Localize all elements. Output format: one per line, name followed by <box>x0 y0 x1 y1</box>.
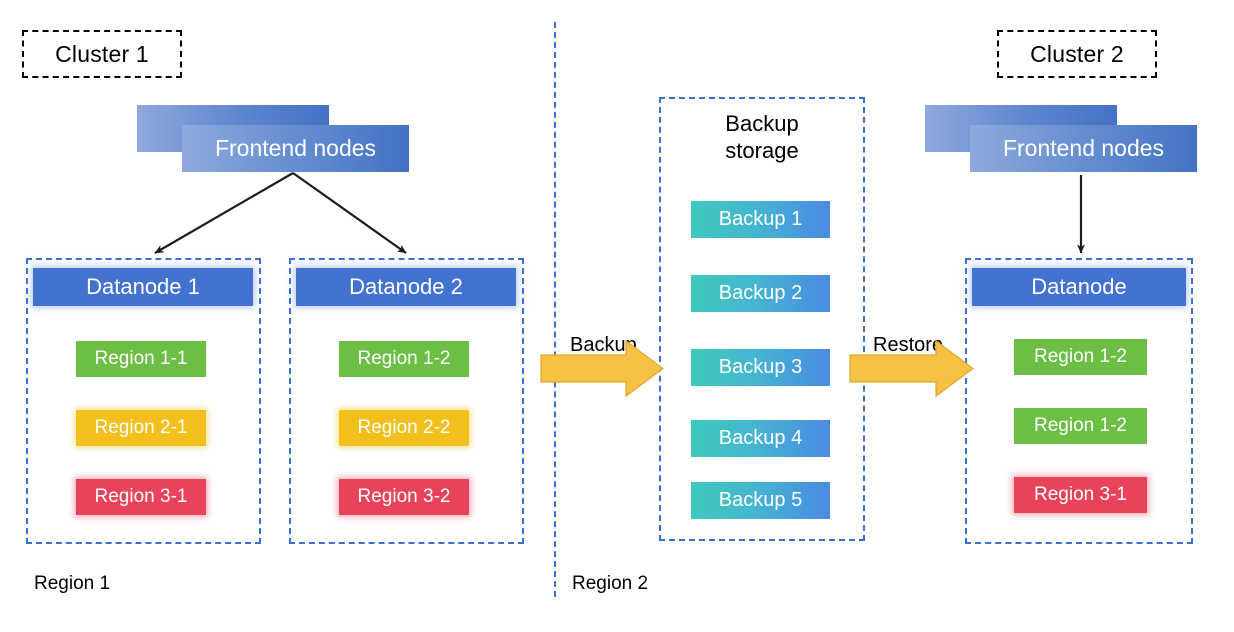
frontend-nodes-front-slab-2: Frontend nodes <box>970 125 1197 172</box>
backup-chip-label: Backup 4 <box>718 427 803 449</box>
region-chip-label: Region 2-1 <box>94 417 188 438</box>
frontend-nodes-cluster1[interactable]: Frontend nodes <box>137 105 412 175</box>
region-chip-c2-2[interactable]: Region 1-2 <box>1014 408 1147 444</box>
cluster-1-tag: Cluster 1 <box>22 30 182 78</box>
backup-chip-3[interactable]: Backup 3 <box>691 349 830 386</box>
region-chip-label: Region 1-2 <box>1034 415 1127 436</box>
frontend-nodes-cluster2[interactable]: Frontend nodes <box>925 105 1200 175</box>
region-chip-1-2[interactable]: Region 1-2 <box>339 341 469 377</box>
frontend-nodes-label-cluster2: Frontend nodes <box>1002 135 1165 161</box>
datanode-cluster2-container[interactable] <box>965 258 1193 544</box>
region-divider <box>554 22 556 597</box>
datanode-1-container[interactable] <box>26 258 261 544</box>
arrow-frontend-to-datanode-2 <box>292 172 407 254</box>
backup-chip-2[interactable]: Backup 2 <box>691 275 830 312</box>
region-chip-label: Region 2-2 <box>357 417 451 438</box>
backup-storage-title-line1: Backup <box>725 111 799 136</box>
frontend-nodes-label-cluster1: Frontend nodes <box>214 135 377 161</box>
region-2-label: Region 2 <box>572 573 649 594</box>
region-chip-c2-3[interactable]: Region 3-1 <box>1014 477 1147 513</box>
backup-chip-1[interactable]: Backup 1 <box>691 201 830 238</box>
region-chip-label: Region 3-2 <box>357 486 451 507</box>
backup-chip-label: Backup 1 <box>718 208 803 230</box>
frontend-nodes-front-slab: Frontend nodes <box>182 125 409 172</box>
region-chip-label: Region 1-2 <box>1034 346 1127 367</box>
restore-flow-label: Restore <box>873 334 944 356</box>
backup-chip-label: Backup 5 <box>718 489 803 511</box>
region-chip-label: Region 3-1 <box>1034 484 1127 505</box>
region-chip-2-1[interactable]: Region 2-1 <box>76 410 206 446</box>
backup-chip-5[interactable]: Backup 5 <box>691 482 830 519</box>
datanode-2-header[interactable]: Datanode 2 <box>296 268 516 306</box>
backup-storage-container[interactable] <box>659 97 865 541</box>
arrow-frontend-to-datanode-1 <box>154 172 294 254</box>
backup-storage-title: Backup storage <box>659 110 865 164</box>
region-chip-3-1[interactable]: Region 3-1 <box>76 479 206 515</box>
region-chip-c2-1[interactable]: Region 1-2 <box>1014 339 1147 375</box>
region-chip-label: Region 3-1 <box>94 486 188 507</box>
backup-storage-title-line2: storage <box>725 138 799 163</box>
datanode-2-title: Datanode 2 <box>349 274 463 299</box>
datanode-cluster2-title: Datanode <box>1031 274 1127 299</box>
region-chip-1-1[interactable]: Region 1-1 <box>76 341 206 377</box>
region-chip-3-2[interactable]: Region 3-2 <box>339 479 469 515</box>
cluster-2-tag: Cluster 2 <box>997 30 1157 78</box>
datanode-1-header[interactable]: Datanode 1 <box>33 268 253 306</box>
cluster-1-label: Cluster 1 <box>55 40 149 67</box>
backup-flow-label: Backup <box>570 334 637 356</box>
backup-chip-4[interactable]: Backup 4 <box>691 420 830 457</box>
backup-chip-label: Backup 2 <box>718 282 803 304</box>
region-chip-label: Region 1-2 <box>357 348 451 369</box>
cluster-2-label: Cluster 2 <box>1030 40 1124 67</box>
region-chip-2-2[interactable]: Region 2-2 <box>339 410 469 446</box>
datanode-1-title: Datanode 1 <box>86 274 200 299</box>
region-1-label: Region 1 <box>34 573 111 594</box>
datanode-2-container[interactable] <box>289 258 524 544</box>
backup-chip-label: Backup 3 <box>718 356 803 378</box>
datanode-cluster2-header[interactable]: Datanode <box>972 268 1186 306</box>
region-chip-label: Region 1-1 <box>94 348 188 369</box>
